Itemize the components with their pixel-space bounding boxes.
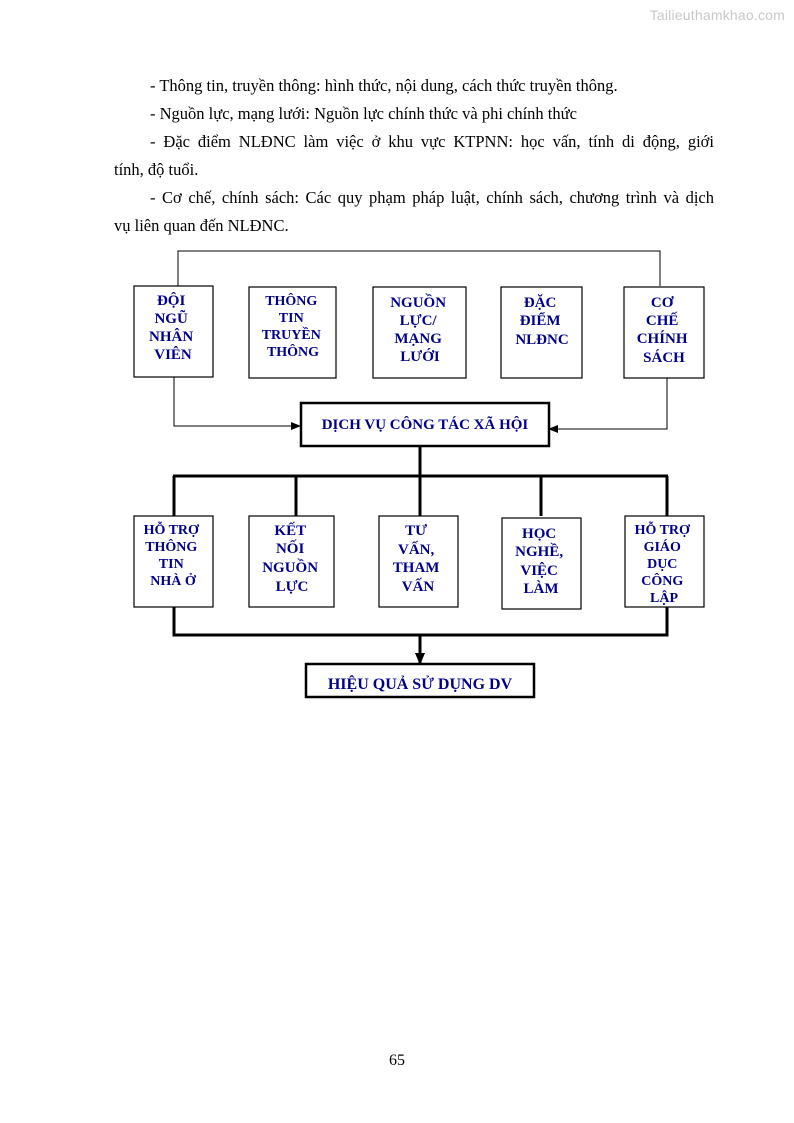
factor-policy-line: CHẾ	[646, 312, 679, 329]
paragraph-communication: - Thông tin, truyền thông: hình thức, nộ…	[150, 76, 618, 95]
service-education-text: HỖ TRỢ GIÁO DỤC CÔNG LẬP	[635, 520, 694, 606]
factor-communication-line: TIN	[279, 311, 304, 326]
service-resource-link-line: LỰC	[276, 579, 309, 595]
service-counseling-line: THAM	[393, 560, 440, 576]
outcome-label: HIỆU QUẢ SỬ DỤNG DV	[328, 674, 513, 693]
service-resource-link-line: NỐI	[276, 539, 305, 557]
service-housing-line: TIN	[159, 557, 184, 572]
factor-communication-line: TRUYỀN	[262, 326, 321, 343]
page-number: 65	[389, 1052, 405, 1069]
factor-worker-traits-text: ĐẶC ĐIỂM NLĐNC	[515, 294, 568, 348]
connector-lines	[172, 250, 669, 665]
factor-communication-line: THÔNG	[267, 343, 319, 360]
service-resource-link-line: NGUỒN	[262, 558, 318, 576]
service-resource-link-text: KẾT NỐI NGUỒN LỰC	[262, 522, 322, 595]
factor-communication-line: THÔNG	[265, 292, 317, 309]
service-counseling-line: VẤN,	[398, 541, 434, 558]
service-vocational-line: LÀM	[524, 580, 559, 597]
paragraph-policy: - Cơ chế, chính sách: Các quy phạm pháp …	[150, 188, 714, 207]
service-box-housing	[133, 515, 214, 608]
factor-policy-line: CƠ	[651, 295, 674, 311]
paragraph-resources: - Nguồn lực, mạng lưới: Nguồn lực chính …	[150, 104, 577, 123]
service-counseling-text: TƯ VẤN, THAM VẤN	[393, 523, 443, 595]
factor-box-communication	[248, 286, 337, 379]
factor-worker-traits-line: ĐẶC	[524, 294, 557, 311]
factor-staff-line: NGŨ	[154, 309, 188, 327]
factor-policy-text: CƠ CHẾ CHÍNH SÁCH	[637, 295, 692, 366]
service-housing-line: NHÀ Ở	[150, 572, 197, 589]
service-housing-line: HỖ TRỢ	[144, 520, 200, 538]
service-box-education	[624, 515, 705, 608]
factor-box-worker-traits	[500, 286, 583, 379]
service-resource-link-line: KẾT	[274, 522, 306, 539]
service-education-line: GIÁO	[644, 538, 681, 555]
service-boxes	[133, 515, 705, 610]
service-education-line: CÔNG	[641, 572, 683, 589]
service-vocational-line: VIỆC	[520, 562, 558, 579]
center-service-label: DỊCH VỤ CÔNG TÁC XÃ HỘI	[322, 415, 529, 433]
factor-worker-traits-line: NLĐNC	[515, 332, 568, 348]
outcome-box	[304, 662, 536, 699]
paragraph-worker-traits-cont: tính, độ tuổi.	[114, 160, 199, 179]
service-counseling-line: TƯ	[405, 523, 427, 539]
factor-boxes	[133, 285, 705, 379]
service-housing-text: HỖ TRỢ THÔNG TIN NHÀ Ở	[144, 520, 203, 589]
factor-worker-traits-line: ĐIỂM	[520, 311, 561, 329]
factor-policy-line: CHÍNH	[637, 330, 688, 347]
service-box-resource-link	[248, 515, 335, 608]
service-box-counseling	[378, 515, 459, 608]
factor-staff-text: ĐỘI NGŨ NHÂN VIÊN	[149, 292, 197, 363]
service-education-line: HỖ TRỢ	[635, 520, 691, 538]
factor-communication-text: THÔNG TIN TRUYỀN THÔNG	[262, 292, 325, 360]
service-vocational-line: HỌC	[522, 526, 556, 542]
service-counseling-line: VẤN	[402, 578, 435, 595]
factor-resources-line: LỰC/	[400, 313, 438, 329]
factor-resources-line: LƯỚI	[400, 348, 440, 365]
service-education-line: DỤC	[647, 557, 677, 572]
watermark: Tailieuthamkhao.com	[649, 7, 785, 23]
factor-policy-line: SÁCH	[643, 349, 685, 366]
factor-resources-line: NGUỒN	[390, 293, 446, 311]
paragraph-policy-cont: vụ liên quan đến NLĐNC.	[114, 216, 289, 235]
service-education-line: LẬP	[650, 589, 678, 606]
service-vocational-text: HỌC NGHỀ, VIỆC LÀM	[515, 526, 567, 597]
factor-box-resources	[372, 286, 467, 379]
service-box-vocational	[501, 517, 582, 610]
factor-resources-text: NGUỒN LỰC/ MẠNG LƯỚI	[390, 293, 450, 365]
service-vocational-line: NGHỀ,	[515, 543, 563, 560]
factor-resources-line: MẠNG	[394, 331, 442, 347]
factor-box-staff	[133, 285, 214, 378]
factor-staff-line: ĐỘI	[157, 292, 186, 309]
paragraph-worker-traits: - Đặc điểm NLĐNC làm việc ở khu vực KTPN…	[150, 132, 714, 151]
service-housing-line: THÔNG	[145, 538, 197, 555]
factor-staff-line: NHÂN	[149, 328, 193, 345]
factor-box-policy	[623, 286, 705, 379]
center-box	[299, 401, 551, 448]
factor-staff-line: VIÊN	[154, 346, 192, 363]
